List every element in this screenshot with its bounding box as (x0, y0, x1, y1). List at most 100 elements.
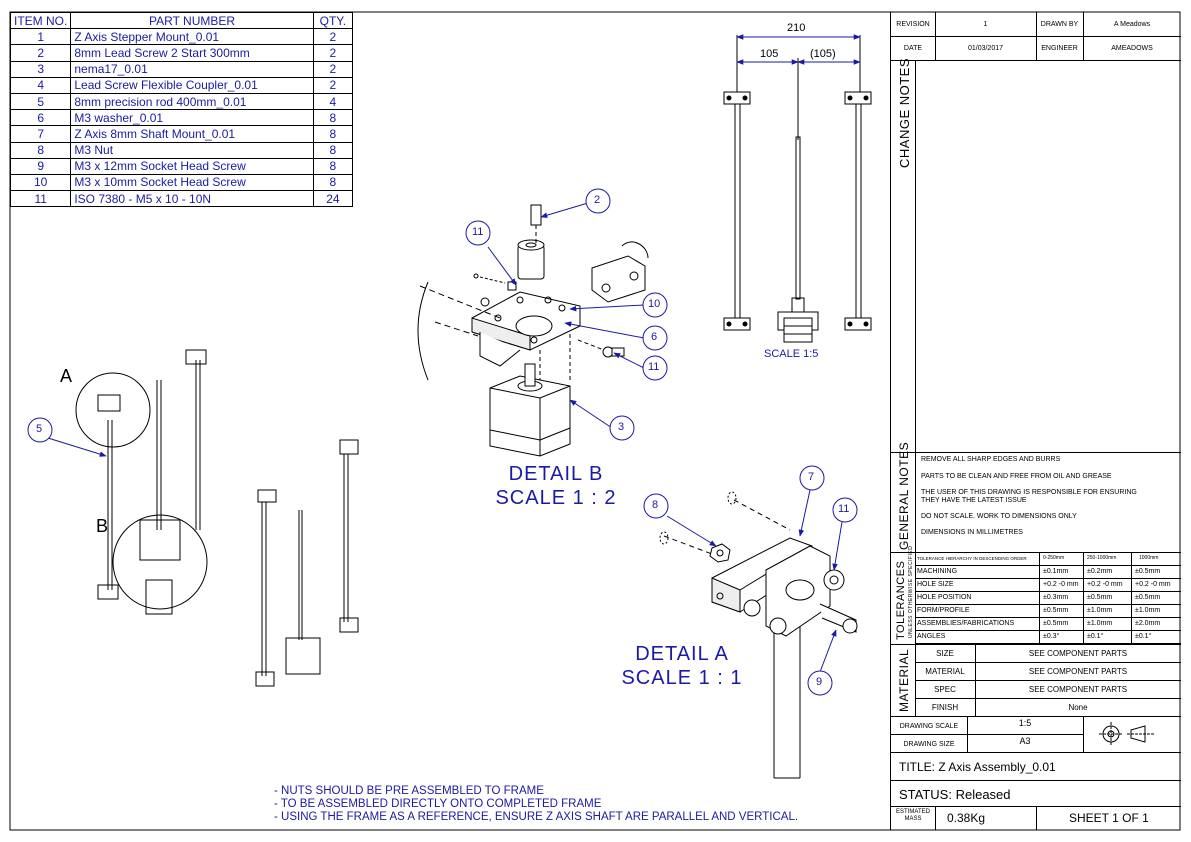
material-row-line (915, 698, 1181, 699)
balloon-6: 6 (651, 331, 658, 343)
tolerance-header-desc: TOLERANCE HIERARCHY IN DESCENDING ORDER (917, 556, 1027, 561)
engineer-value: AMEADOWS (1111, 45, 1153, 52)
bom-cell-item: 5 (9, 92, 72, 111)
tolerance-header-a: 0-250mm (1043, 555, 1065, 561)
tolerance-row-line (915, 617, 1181, 618)
isometric-assembly (75, 349, 208, 615)
drawing-status: STATUS: Released (899, 787, 1011, 802)
tolerance-name: HOLE POSITION (917, 594, 972, 601)
drawing-size-value: A3 (1019, 736, 1031, 746)
balloon-9: 9 (816, 676, 823, 688)
balloon-10: 10 (648, 298, 661, 310)
tolerance-col-line (1131, 552, 1132, 643)
balloon-11-top: 11 (472, 226, 484, 238)
general-note-3: THE USER OF THIS DRAWING IS RESPONSIBLE … (921, 489, 1137, 496)
material-row-name: MATERIAL (925, 667, 965, 676)
tolerance-row-line (915, 604, 1181, 605)
material-row-value: SEE COMPONENT PARTS (1028, 685, 1128, 694)
material-row-value: SEE COMPONENT PARTS (1028, 649, 1128, 658)
engineer-label: ENGINEER (1041, 45, 1078, 52)
front-view (723, 34, 872, 343)
bom-cell-qty: 24 (312, 190, 354, 208)
tolerance-a: ±0.3° (1043, 633, 1060, 640)
dim-total: 210 (787, 22, 806, 34)
dim-right: (105) (810, 48, 836, 60)
detail-b-scale: SCALE 1 : 2 (495, 487, 617, 509)
drawing-title: TITLE: Z Axis Assembly_0.01 (899, 760, 1056, 774)
tolerances-sub: UNLESS OTHERWISE SPECIFIED (908, 545, 914, 638)
tolerance-c: +0.2 -0 mm (1135, 581, 1171, 588)
tolerance-c: ±1.0mm (1135, 607, 1161, 614)
tolerance-row-line (915, 630, 1181, 631)
drawn-by-label: DRAWN BY (1040, 21, 1079, 28)
projection-symbol-icon (1099, 722, 1155, 746)
tolerance-col-line (1039, 552, 1040, 643)
tolerance-b: ±1.0mm (1087, 620, 1113, 627)
bom-header-part: PART NUMBER (70, 11, 314, 30)
tolerance-b: +0.2 -0 mm (1087, 581, 1123, 588)
balloon-3: 3 (618, 421, 625, 433)
tolerance-c: ±2.0mm (1135, 620, 1161, 627)
tolerance-col-line (1083, 552, 1084, 643)
tolerance-row-line (915, 643, 1181, 644)
detail-b-name: DETAIL B (508, 463, 604, 485)
material-label: MATERIAL (897, 648, 911, 712)
bom-cell-part: Z Axis Stepper Mount_0.01 (70, 28, 314, 46)
general-note-5: DO NOT SCALE. WORK TO DIMENSIONS ONLY (921, 513, 1077, 520)
detail-a-view (659, 491, 858, 779)
detail-b-marker: B (96, 516, 109, 536)
balloon-5: 5 (36, 423, 43, 435)
revision-label: REVISION (896, 21, 930, 28)
bom-header-qty: QTY. (312, 11, 354, 30)
title-block: REVISION 1 DRAWN BY A Meadows DATE 01/03… (890, 12, 1181, 830)
isometric-rods (255, 439, 359, 687)
material-col-line (975, 644, 976, 716)
general-notes-label: GENERAL NOTES (897, 441, 911, 550)
footer-note-3: - USING THE FRAME AS A REFERENCE, ENSURE… (274, 811, 799, 823)
tolerance-header-b: 250-1000mm (1087, 555, 1117, 561)
tolerance-a: ±0.5mm (1043, 607, 1069, 614)
footer-note-2: - TO BE ASSEMBLED DIRECTLY ONTO COMPLETE… (274, 798, 602, 810)
dim-left: 105 (760, 48, 779, 60)
material-row-name: SIZE (936, 649, 954, 658)
drawing-size-label: DRAWING SIZE (903, 741, 955, 748)
balloon-7: 7 (808, 471, 815, 483)
tolerance-b: ±0.1° (1087, 633, 1104, 640)
tolerance-c: ±0.1° (1135, 633, 1152, 640)
detail-a-name: DETAIL A (635, 643, 729, 665)
balloon-11-a: 11 (838, 503, 850, 515)
drawn-by-value: A Meadows (1113, 21, 1151, 28)
footer-note-1: - NUTS SHOULD BE PRE ASSEMBLED TO FRAME (274, 785, 544, 797)
material-row-line (915, 680, 1181, 681)
detail-a-marker: A (60, 366, 73, 386)
balloon-8: 8 (652, 499, 659, 511)
tolerance-name: ANGLES (917, 633, 946, 640)
tolerances-label: TOLERANCES (895, 560, 907, 640)
bom-cell-part: M3 washer_0.01 (70, 109, 314, 127)
bom-cell-part: 8mm Lead Screw 2 Start 300mm (70, 44, 314, 62)
general-note-4: THEY HAVE THE LATEST ISSUE (921, 497, 1027, 504)
change-notes-label: CHANGE NOTES (897, 57, 912, 168)
tolerance-b: ±0.2mm (1087, 568, 1113, 575)
tolerance-header-c: 1000mm (1139, 555, 1159, 561)
tolerance-name: MACHINING (917, 568, 958, 575)
mass-label: ESTIMATED MASS (896, 809, 930, 822)
sheet-number: SHEET 1 OF 1 (1069, 811, 1149, 825)
tolerance-row-line (915, 591, 1181, 592)
tolerance-b: ±1.0mm (1087, 607, 1113, 614)
tolerance-row-line (915, 552, 1181, 553)
mass-value: 0.38Kg (947, 811, 986, 825)
drawing-scale-label: DRAWING SCALE (899, 723, 959, 730)
bom-cell-part: M3 x 12mm Socket Head Screw (70, 157, 314, 175)
tolerance-a: ±0.1mm (1043, 568, 1069, 575)
material-row-name: FINISH (931, 703, 959, 712)
